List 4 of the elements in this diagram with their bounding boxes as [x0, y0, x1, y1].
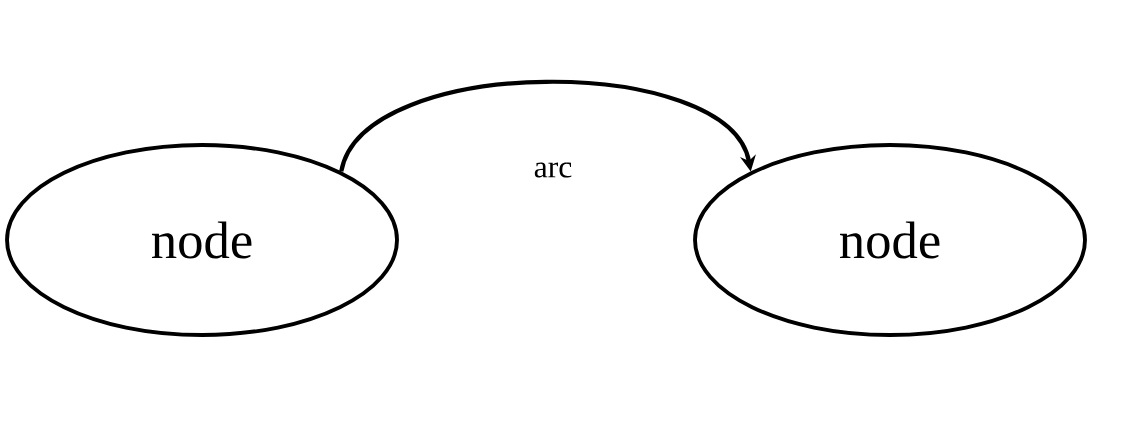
arrow	[339, 79, 756, 173]
ellipse-node: node	[5, 143, 399, 337]
ellipse-node: node	[693, 143, 1087, 337]
edge-label: arc	[534, 162, 572, 178]
